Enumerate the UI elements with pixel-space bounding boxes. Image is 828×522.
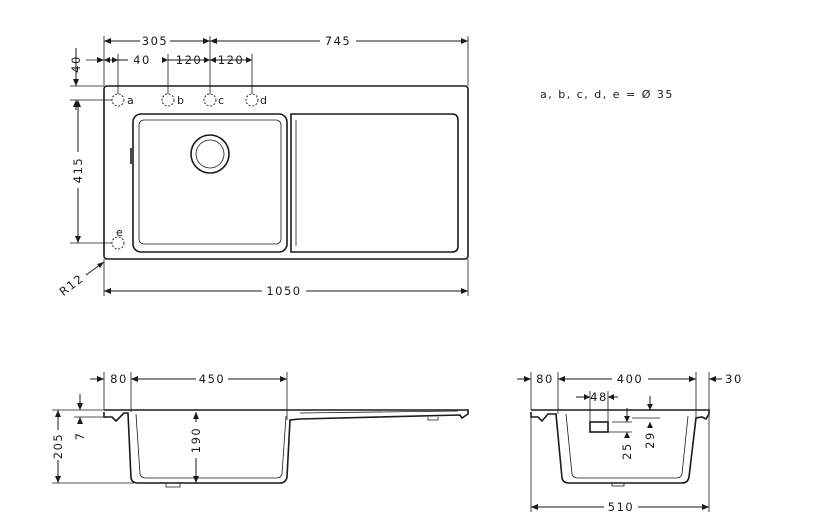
side-view: 80 450 205 7 190 [51,372,469,488]
hole-label-e: e [116,226,123,239]
end-dim-510: 510 [608,500,634,514]
side-bowl-inner [135,413,287,479]
end-view: 80 400 30 48 25 29 [517,372,743,514]
dim-120-b: 120 [218,53,244,67]
end-dim-400: 400 [617,372,643,386]
drainer-area [290,113,459,253]
dim-1050: 1050 [266,284,301,298]
end-overflow [589,421,609,433]
side-profile [103,409,469,484]
sink-outline [103,85,469,260]
dim-415: 415 [71,157,85,183]
side-dim-80: 80 [110,372,128,386]
dim-305: 305 [142,34,168,48]
side-drain [165,483,181,488]
end-profile [530,409,710,484]
tap-hole-b [161,93,175,107]
hole-label-c: c [218,94,224,107]
end-dim-80: 80 [536,372,554,386]
dim-40-left: 40 [69,55,83,73]
end-drain [611,483,625,487]
dim-120-a: 120 [176,53,202,67]
end-dim-25: 25 [620,442,634,460]
hole-label-a: a [127,94,134,107]
side-dim-190: 190 [189,427,203,453]
tap-hole-d [245,93,259,107]
end-bowl-inner [565,413,689,479]
side-dim-205: 205 [51,433,65,459]
dim-r12: R12 [57,271,87,299]
end-dim-29: 29 [643,431,657,449]
side-dim-450: 450 [199,372,225,386]
top-view: a b c d e 305 745 40 120 [57,34,469,299]
dim-40-inner: 40 [133,53,151,67]
end-dim-48: 48 [590,390,608,404]
dim-745: 745 [325,34,351,48]
end-dim-30: 30 [725,372,743,386]
tap-hole-a [111,93,125,107]
side-dim-7: 7 [73,432,87,441]
tap-hole-c [203,93,217,107]
sink-bowl-inner [138,119,282,245]
tap-hole-legend: a, b, c, d, e = Ø 35 [540,88,674,101]
hole-label-d: d [260,94,267,107]
sink-bowl [132,113,288,253]
hole-label-b: b [177,94,184,107]
drain-outer [190,134,230,174]
side-foot [427,417,439,421]
drain-inner [195,139,225,169]
